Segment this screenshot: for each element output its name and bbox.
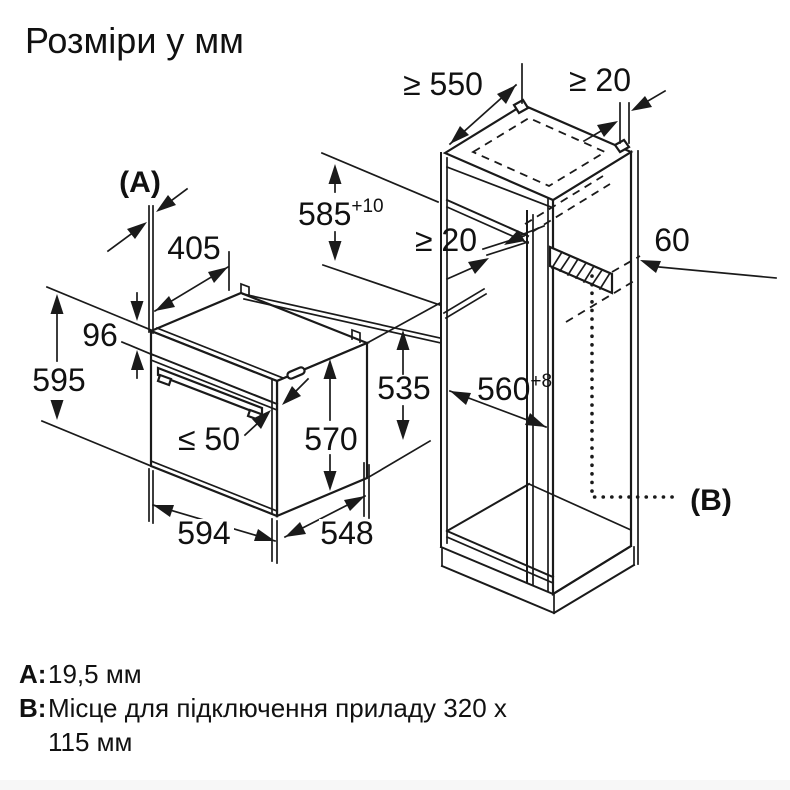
cabinet-rear-notch-left [512, 98, 530, 115]
cabinet-side-face [551, 150, 633, 596]
oven-control-panel [149, 352, 279, 406]
dim-cabinet-depth-min: ≥ 550 [403, 66, 483, 102]
dim-cabinet-wall-gap: ≥ 20 [569, 62, 631, 98]
top-clearance-dashed-outline [471, 116, 607, 188]
dim-cabinet-rear-duct: 60 [654, 222, 690, 258]
oven-rear-tab-left [240, 282, 250, 297]
dim-oven-rear-height: 535 [377, 370, 430, 406]
dim-cabinet-niche-width: 560+8 [477, 371, 552, 407]
oven-rear-tab-right [351, 328, 361, 343]
dim-cabinet-niche-height: 585+10 [298, 196, 384, 232]
oven-label-a: (A) [119, 166, 161, 199]
legend: A: 19,5 мм B: Місце для підключення прил… [19, 659, 507, 757]
legend-b-value-line1: Місце для підключення приладу 320 x [48, 693, 507, 723]
dim-oven-panel-height: 96 [82, 317, 118, 353]
dim-cabinet-vent-gap: ≥ 20 [415, 222, 477, 258]
dim-oven-height: 595 [32, 362, 85, 398]
dim-oven-front-gap: ≤ 50 [178, 421, 240, 457]
oven-side-grip-slot [286, 366, 306, 380]
cabinet-label-b: (B) [690, 484, 732, 517]
cabinet-drawing [439, 98, 680, 615]
legend-b-value-line2: 115 мм [48, 727, 132, 757]
oven-drawing [148, 282, 370, 518]
dimension-annotations [40, 63, 777, 564]
legend-a-value: 19,5 мм [48, 659, 142, 689]
page-title: Розміри у мм [25, 20, 244, 61]
legend-a-key: A: [19, 659, 46, 689]
dim-oven-top-depth: 405 [167, 230, 220, 266]
cabinet-shelf [445, 198, 530, 238]
dim-oven-width: 594 [177, 515, 230, 551]
dim-oven-depth: 548 [320, 515, 373, 551]
page-bottom-strip [0, 780, 790, 790]
legend-b-key: B: [19, 693, 46, 723]
cabinet-rear-notch-right [613, 138, 631, 154]
connection-vent-hatched [548, 245, 614, 295]
cabinet-plinth [440, 564, 556, 615]
dim-oven-inner-height: 570 [304, 421, 357, 457]
